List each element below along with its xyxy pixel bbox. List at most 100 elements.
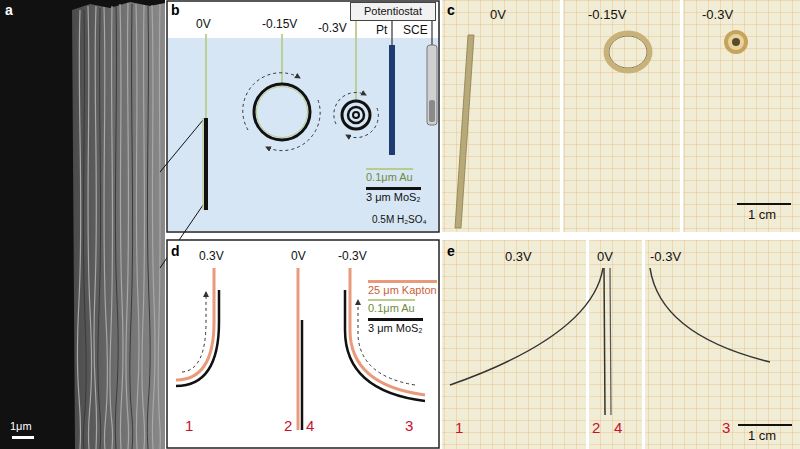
au-wire [205, 34, 207, 118]
sem-film [72, 2, 165, 449]
legend-entry: 0.1μm Au [366, 168, 413, 184]
bent-strip [650, 268, 770, 362]
flat-strip [604, 268, 605, 415]
graph-paper [442, 240, 800, 449]
panel-letter: e [447, 244, 455, 259]
curl-arrow [334, 93, 366, 124]
flat-strip [610, 268, 611, 415]
sce-electrode [427, 45, 437, 125]
process-box: Potentiostat [350, 2, 436, 21]
rolled-ring [609, 36, 647, 68]
voltage-label: -0.15V [262, 18, 297, 31]
au-wire [355, 20, 357, 101]
callout-number: 1 [455, 420, 463, 437]
scale-label: 1 cm [748, 208, 776, 222]
mos2-layer [345, 290, 425, 401]
photo-divider [560, 0, 563, 232]
kapton-layer [176, 268, 214, 380]
legend-entry: 3 μm MoS₂ [368, 318, 423, 335]
legend-entry: 0.1μm Au [368, 299, 415, 315]
panel-letter: c [447, 3, 455, 18]
wire [391, 19, 392, 45]
electrode-label: SCE [403, 24, 428, 37]
voltage-label: 0V [597, 250, 613, 264]
kapton-layer [297, 268, 300, 430]
callout-number: 4 [306, 418, 314, 435]
panel-frame [167, 240, 439, 448]
legend-line-sample [368, 299, 415, 301]
photo-divider [642, 240, 645, 449]
voltage-label: 0.3V [505, 250, 532, 264]
legend-text: 0.1μm Au [368, 302, 415, 315]
electrolyte [168, 38, 438, 231]
sem-fibers-dark [83, 4, 150, 449]
voltage-label: -0.15V [588, 8, 626, 22]
mos2-layer [176, 290, 219, 386]
au-layer [257, 87, 308, 138]
voltage-label: -0.3V [318, 22, 347, 35]
panel-frame [167, 1, 439, 232]
node-text: Potentiostat [355, 5, 431, 18]
photo-divider [680, 0, 683, 232]
pt-electrode [389, 45, 395, 155]
photo-background [442, 0, 800, 232]
rolled-strip [353, 112, 359, 118]
au-wire [281, 34, 283, 84]
scale-label: 1 cm [748, 429, 776, 443]
scale-bar [12, 436, 34, 439]
flat-strip [455, 35, 474, 228]
scale-bar [738, 424, 792, 426]
voltage-label: -0.3V [650, 250, 681, 264]
tight-curl [732, 38, 740, 46]
legend-entry: 25 μm Kapton [368, 280, 437, 297]
wire [431, 19, 432, 45]
legend-text: 25 μm Kapton [368, 284, 437, 297]
mos2-layer [301, 320, 304, 430]
voltage-label: 0.3V [199, 250, 224, 263]
bend-arrow [358, 300, 415, 385]
panel-letter: b [171, 3, 180, 18]
mos2-strip [204, 118, 208, 210]
curl-arrow [266, 100, 320, 151]
curl-arrow [243, 73, 300, 130]
bend-arrow [182, 292, 206, 372]
legend-line-sample [366, 168, 413, 170]
au-layer [202, 118, 203, 210]
panel-letter: d [171, 244, 180, 259]
legend-line-sample [368, 280, 437, 283]
voltage-label: -0.3V [702, 8, 733, 22]
legend-text: 3 μm MoS₂ [368, 322, 423, 335]
tight-curl [726, 32, 746, 52]
legend-text: 0.1μm Au [366, 171, 413, 184]
legend-text: 3 μm MoS₂ [366, 191, 421, 204]
rolled-ring [606, 33, 650, 71]
callout-number: 3 [722, 420, 730, 437]
voltage-label: 0V [291, 250, 306, 263]
legend-line-sample [368, 318, 423, 321]
rolled-strip [254, 84, 310, 140]
sem-background [0, 0, 165, 449]
callout-number: 3 [405, 418, 413, 435]
scale-bar [737, 203, 791, 205]
voltage-label: -0.3V [338, 250, 367, 263]
sem-fibers [77, 3, 160, 449]
rolled-strip [348, 107, 364, 123]
graph-paper [442, 0, 800, 232]
callout-number: 2 [592, 420, 600, 437]
sce-tip [429, 100, 435, 122]
voltage-label: 0V [490, 8, 506, 22]
voltage-label: 0V [196, 18, 211, 31]
zoom-line [160, 120, 203, 172]
callout-number: 2 [284, 418, 292, 435]
photo-divider [586, 240, 589, 449]
curl-arrow [346, 108, 378, 138]
electrode-label: Pt [376, 24, 387, 37]
panel-letter: a [5, 3, 13, 18]
legend-line-sample [366, 187, 421, 190]
callout-number: 4 [614, 420, 622, 437]
photo-background [442, 240, 800, 449]
rolled-strip [342, 101, 370, 129]
scale-label: 1μm [10, 420, 32, 432]
electrolyte-label: 0.5M H₂SO₄ [372, 214, 427, 225]
